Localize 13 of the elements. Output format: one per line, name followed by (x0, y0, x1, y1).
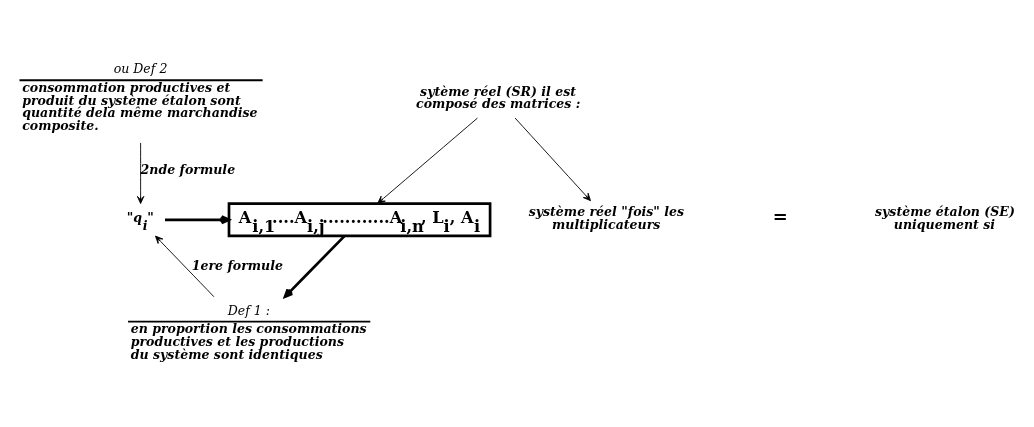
arrow (136, 142, 145, 204)
arrow (155, 235, 215, 298)
node-text: système réel "fois" les multiplicateurs (528, 204, 685, 232)
node-text: système étalon (SE) uniquement si (874, 204, 1015, 232)
node-text: sytème réel (SR) il est composé des matrices : (416, 83, 581, 112)
node-text: Def 1 : en proportion les consommations productives et les productions du système sont identiques (130, 302, 367, 362)
arrow (377, 117, 478, 204)
node-text: ou Def 2 consommation productives et produit du système étalon sont quantité dela même marchandise composite. (22, 61, 258, 133)
arrow (283, 235, 346, 299)
label: = (772, 206, 788, 228)
arrow (514, 117, 591, 202)
edge-label: 1ere formule (191, 258, 283, 274)
arrow (165, 215, 231, 225)
